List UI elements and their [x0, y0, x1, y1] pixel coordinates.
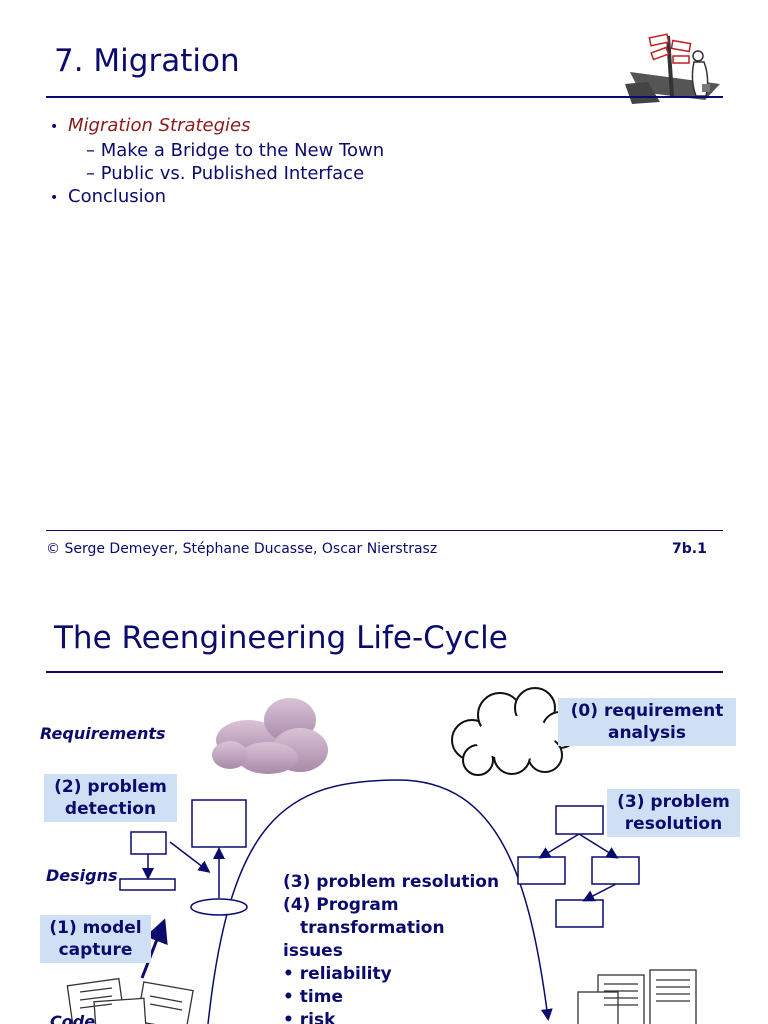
box-problem-detection: (2) problem detection — [44, 774, 177, 822]
title-rule — [46, 96, 723, 98]
box-problem-resolution: (3) problem resolution — [607, 789, 740, 837]
title-rule — [46, 671, 723, 673]
signpost-clipart — [625, 33, 720, 104]
footer-rule — [46, 530, 723, 531]
slide-title: 7. Migration — [54, 43, 240, 79]
slide-title: The Reengineering Life-Cycle — [54, 620, 508, 656]
target-documents-icon — [577, 969, 697, 1024]
life-cycle-arc — [207, 779, 553, 1024]
box-model-capture: (1) model capture — [40, 915, 151, 963]
model-capture-arrow — [140, 918, 168, 979]
signpost-icon — [625, 33, 720, 104]
slide-migration: 7. Migration •Migration Strategies – Mak… — [46, 33, 723, 557]
footer-copyright: © Serge Demeyer, Stéphane Ducasse, Oscar… — [46, 541, 438, 557]
life-cycle-diagram — [66, 687, 697, 1024]
problem-resolution-design — [517, 805, 640, 928]
sub-bullet-bridge: – Make a Bridge to the New Town — [86, 140, 385, 161]
bullet-conclusion: •Conclusion — [50, 186, 167, 207]
slide-reengineering-life-cycle: The Reengineering Life-Cycle — [0, 580, 768, 1024]
requirements-cloud-icon — [212, 698, 328, 774]
problem-detection-design — [119, 799, 248, 916]
sub-bullet-interface: – Public vs. Published Interface — [86, 163, 365, 184]
bullet-list: •Migration Strategies – Make a Bridge to… — [50, 114, 384, 210]
label-requirements: Requirements — [40, 724, 166, 743]
center-issues-text: (3) problem resolution (4) Program trans… — [283, 872, 500, 1024]
source-documents-icon — [66, 977, 194, 1024]
label-code: Code — [50, 1012, 96, 1024]
label-designs: Designs — [46, 866, 118, 885]
page-number: 7b.1 — [672, 541, 707, 557]
bullet-migration-strategies: •Migration Strategies — [50, 115, 251, 136]
box-requirement-analysis: (0) requirement analysis — [558, 698, 736, 746]
